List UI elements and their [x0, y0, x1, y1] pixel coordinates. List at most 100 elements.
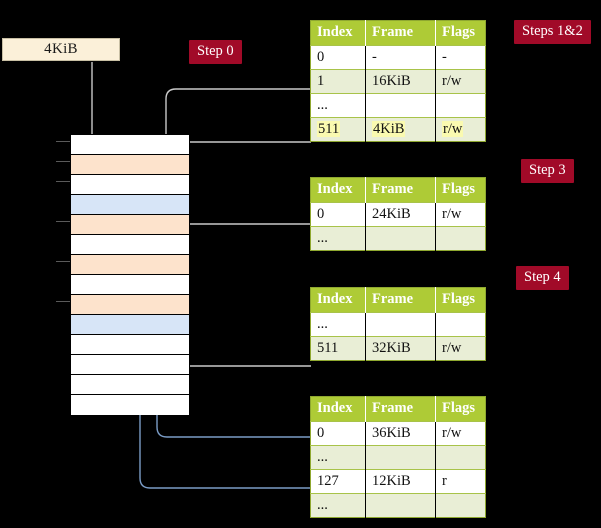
badge-step-0: Step 0: [189, 40, 242, 64]
table-cell: [435, 93, 486, 118]
column-header: Index: [310, 396, 366, 422]
column-header: Frame: [365, 20, 436, 46]
memory-frame-row: [71, 315, 189, 335]
table-cell: -: [435, 45, 486, 70]
table-cell: 12KiB: [365, 469, 436, 494]
table-cell: ...: [310, 226, 366, 251]
memory-tick: [56, 301, 70, 302]
badge-step-3: Step 3: [521, 159, 574, 183]
table-cell: r/w: [435, 117, 486, 142]
table-cell: 0: [310, 421, 366, 446]
badge-step-4: Step 4: [516, 266, 569, 290]
column-header: Frame: [365, 287, 436, 313]
table-cell: 24KiB: [365, 202, 436, 227]
table-cell: 0: [310, 45, 366, 70]
table-cell: ...: [310, 493, 366, 518]
table-row: ...: [310, 445, 486, 470]
table-cell: 36KiB: [365, 421, 436, 446]
memory-tick: [56, 161, 70, 162]
table-cell: r/w: [435, 69, 486, 94]
table-cell: r: [435, 469, 486, 494]
table-cell: [365, 312, 436, 337]
column-header: Frame: [365, 177, 436, 203]
table-row: ...: [310, 493, 486, 518]
column-header: Flags: [435, 20, 486, 46]
memory-tick: [56, 261, 70, 262]
table-cell: [365, 493, 436, 518]
memory-tick: [56, 181, 70, 182]
memory-frame-row: [71, 295, 189, 315]
table-cell: ...: [310, 312, 366, 337]
table-row: 0--: [310, 45, 486, 70]
physical-memory-column: [70, 134, 190, 415]
column-header: Flags: [435, 177, 486, 203]
table-cell: ...: [310, 93, 366, 118]
table-cell: [435, 445, 486, 470]
column-header: Flags: [435, 396, 486, 422]
memory-frame-row: [71, 155, 189, 175]
table-cell: r/w: [435, 336, 486, 361]
table-cell: [365, 93, 436, 118]
memory-frame-row: [71, 355, 189, 375]
memory-frame-row: [71, 255, 189, 275]
table-row: ...: [310, 226, 486, 251]
memory-frame-row: [71, 135, 189, 155]
source-frame-box: 4KiB: [2, 38, 120, 61]
memory-frame-row: [71, 195, 189, 215]
table-cell: [435, 493, 486, 518]
memory-frame-row: [71, 215, 189, 235]
highlighted-value: 4KiB: [372, 120, 406, 137]
memory-frame-row: [71, 275, 189, 295]
table-row: 511 4KiB r/w: [310, 117, 486, 142]
table-cell: 32KiB: [365, 336, 436, 361]
badge-step-3-label: Step 3: [529, 162, 566, 178]
column-header: Index: [310, 287, 366, 313]
memory-frame-row: [71, 235, 189, 255]
memory-frame-row: [71, 395, 189, 415]
table-cell: r/w: [435, 202, 486, 227]
badge-step-0-label: Step 0: [197, 43, 234, 59]
table-cell: 511: [310, 117, 366, 142]
table-row: ...: [310, 312, 486, 337]
column-header: Index: [310, 20, 366, 46]
column-header: Flags: [435, 287, 486, 313]
table-cell: ...: [310, 445, 366, 470]
table-cell: 0: [310, 202, 366, 227]
highlighted-value: r/w: [442, 120, 464, 137]
table-cell: 1: [310, 69, 366, 94]
memory-tick: [56, 221, 70, 222]
table-cell: 511: [310, 336, 366, 361]
table-cell: [435, 226, 486, 251]
memory-frame-row: [71, 175, 189, 195]
memory-tick: [56, 141, 70, 142]
table-cell: [435, 312, 486, 337]
column-header: Frame: [365, 396, 436, 422]
table-cell: r/w: [435, 421, 486, 446]
column-header: Index: [310, 177, 366, 203]
source-frame-label: 4KiB: [44, 41, 78, 57]
memory-frame-row: [71, 335, 189, 355]
table-cell: 16KiB: [365, 69, 436, 94]
table-cell: 4KiB: [365, 117, 436, 142]
table-cell: [365, 226, 436, 251]
memory-frame-row: [71, 375, 189, 395]
badge-step-4-label: Step 4: [524, 269, 561, 285]
highlighted-value: 511: [317, 120, 341, 137]
table-row: ...: [310, 93, 486, 118]
badge-steps-1-2-label: Steps 1&2: [522, 23, 583, 39]
table-cell: 127: [310, 469, 366, 494]
